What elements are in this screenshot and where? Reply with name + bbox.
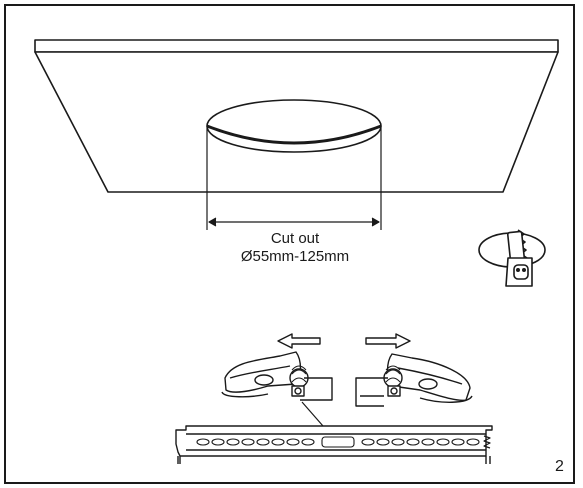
spring-clip-right [355, 353, 473, 407]
cutout-title: Cut out [270, 230, 320, 247]
cutout-hole [206, 99, 382, 153]
cutout-size: Ø55mm-125mm [240, 248, 350, 265]
page-number: 2 [555, 458, 564, 475]
page-frame [4, 4, 575, 484]
spring-clip-left [221, 351, 333, 401]
saw-cutting-icon [478, 229, 546, 287]
arrow-right-icon [365, 333, 411, 349]
diameter-dimension-line [206, 128, 382, 230]
mounting-rail [175, 425, 493, 464]
arrow-left-icon [277, 333, 321, 349]
